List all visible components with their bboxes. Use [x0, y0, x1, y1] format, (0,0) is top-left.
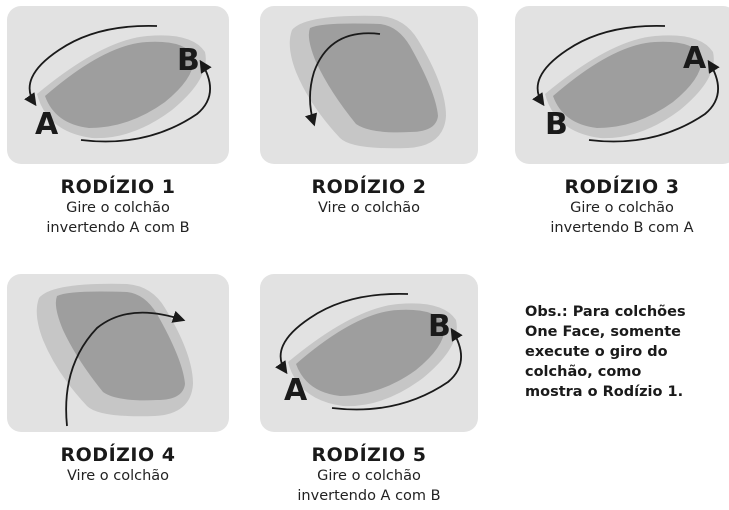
- rotation-3-desc-line1: Gire o colchão: [570, 200, 674, 216]
- rotation-arrow-bottom: [80, 59, 212, 143]
- rotation-3-desc-line2: invertendo B com A: [550, 220, 694, 236]
- rotation-arrow-top: [275, 292, 409, 375]
- rotation-3-caption: RODÍZIO 3 Gire o colchão invertendo B co…: [515, 176, 729, 238]
- rotation-1-diagram: A B: [24, 24, 212, 143]
- rotation-3-illustration: B A: [515, 6, 729, 164]
- label-b: B: [545, 107, 568, 142]
- rotation-5-desc-line1: Gire o colchão: [317, 468, 421, 484]
- rotation-2-diagram: [289, 15, 446, 149]
- label-a: A: [35, 107, 59, 142]
- rotation-1-caption: RODÍZIO 1 Gire o colchão invertendo A co…: [7, 176, 229, 238]
- rotation-5-title: RODÍZIO 5: [311, 444, 427, 466]
- label-b: B: [428, 309, 451, 344]
- rotation-1-desc-line1: Gire o colchão: [66, 200, 170, 216]
- rotation-5-illustration: A B: [260, 274, 478, 432]
- mattress-inner-shape: [55, 291, 185, 401]
- mattress-inner-shape: [553, 41, 702, 128]
- note-line-2: One Face, somente: [525, 324, 681, 340]
- rotation-2-illustration: [260, 6, 478, 164]
- mattress-inner-shape: [308, 23, 438, 133]
- rotation-2-title: RODÍZIO 2: [311, 176, 427, 198]
- rotation-5-caption: RODÍZIO 5 Gire o colchão invertendo A co…: [260, 444, 478, 506]
- label-a: A: [284, 373, 308, 408]
- rotation-5-desc-line2: invertendo A com B: [297, 488, 441, 504]
- rotation-3-diagram: B A: [532, 24, 720, 143]
- flip-arrow: [65, 310, 186, 427]
- rotation-3-title: RODÍZIO 3: [564, 176, 680, 198]
- rotation-4-desc-line1: Vire o colchão: [66, 468, 170, 484]
- rotation-1-desc-line2: invertendo A com B: [46, 220, 190, 236]
- note-line-4: colchão, como: [525, 364, 642, 380]
- one-face-note: Obs.: Para colchões One Face, somente ex…: [525, 302, 725, 402]
- rotation-arrow-top: [24, 24, 158, 107]
- note-line-1: Obs.: Para colchões: [525, 304, 686, 320]
- rotation-5-diagram: A B: [275, 292, 463, 411]
- rotation-1-illustration: A B: [7, 6, 229, 164]
- flip-arrow: [305, 32, 381, 127]
- rotation-arrow-top: [532, 24, 666, 107]
- rotation-2-desc-line1: Vire o colchão: [317, 200, 421, 216]
- rotation-4-title: RODÍZIO 4: [60, 444, 176, 466]
- rotation-4-caption: RODÍZIO 4 Vire o colchão: [7, 444, 229, 486]
- label-a: A: [683, 41, 707, 76]
- rotation-4-illustration: [7, 274, 229, 432]
- rotation-4-diagram: [36, 283, 193, 427]
- rotation-arrow-bottom: [331, 327, 463, 411]
- note-line-3: execute o giro do: [525, 344, 668, 360]
- mattress-inner-shape: [45, 41, 194, 128]
- rotation-arrow-bottom: [588, 59, 720, 143]
- rotation-2-caption: RODÍZIO 2 Vire o colchão: [260, 176, 478, 218]
- mattress-inner-shape: [296, 309, 445, 396]
- rotation-1-title: RODÍZIO 1: [60, 176, 176, 198]
- note-line-5: mostra o Rodízio 1.: [525, 384, 684, 400]
- label-b: B: [177, 43, 200, 78]
